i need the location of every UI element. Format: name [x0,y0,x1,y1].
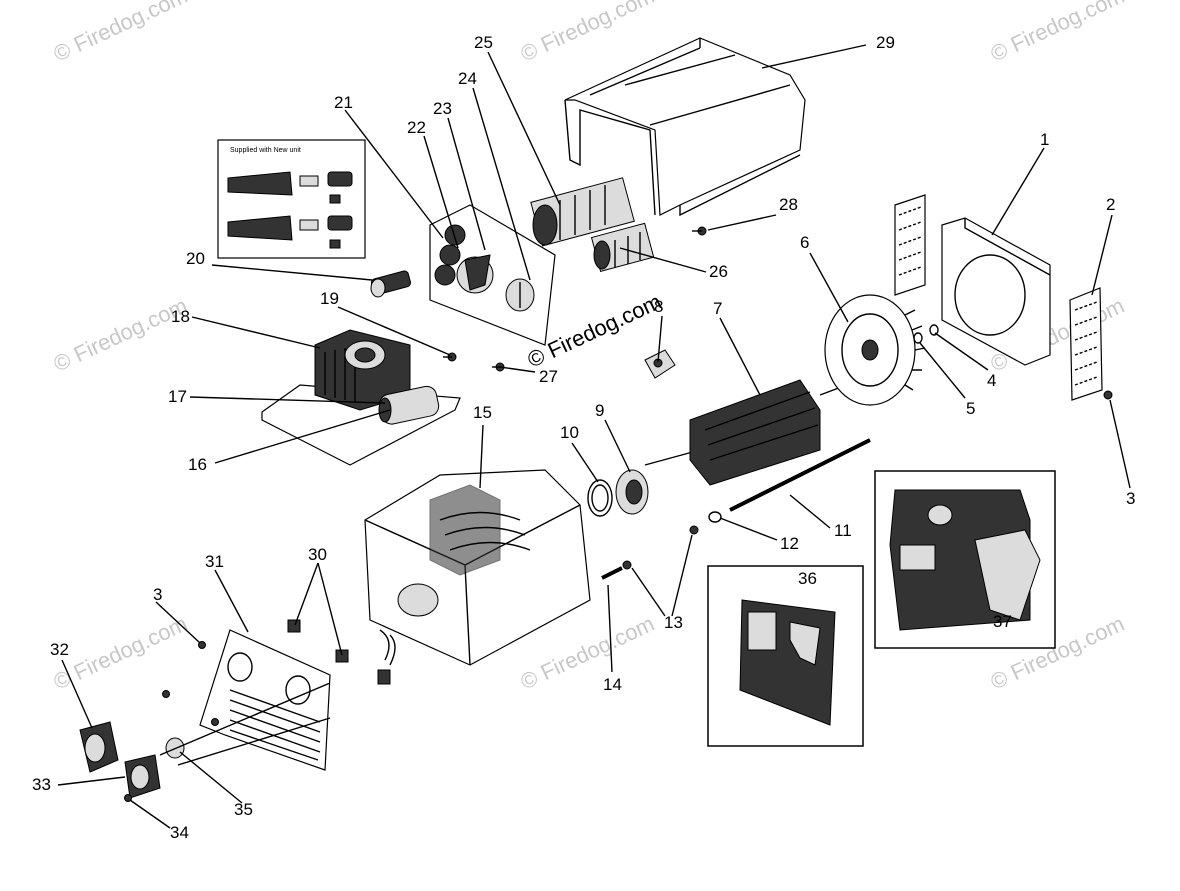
callout-25: 25 [474,33,493,52]
part-30-switches [287,619,349,663]
callout-22: 22 [407,118,426,137]
callout-9: 9 [595,401,604,420]
callout-33: 33 [32,775,51,794]
part-33-receptacle [124,754,161,799]
callout-21: 21 [334,93,353,112]
callout-13: 13 [664,613,683,632]
part-7-rotor [644,379,861,486]
part-13-nut [622,525,699,570]
inset-36-panel [707,565,864,747]
part-8-brush-holder [644,349,676,379]
callout-20: 20 [186,249,205,268]
callout-31: 31 [205,552,224,571]
callout-16: 16 [188,455,207,474]
part-31-end-panel [199,629,331,771]
part-2-vent-grill [1069,287,1103,401]
part-17-capacitor [378,385,440,425]
part-5-washer [913,332,923,344]
callout-1: 1 [1040,130,1049,149]
part-4-washer [929,324,939,336]
watermark: © Firedog.com [517,0,659,67]
callout-30: 30 [308,545,327,564]
part-11-through-bolt [729,438,871,512]
leader-lines [57,44,1131,829]
callout-14: 14 [603,675,622,694]
part-14-stud [601,566,623,580]
callout-32: 32 [50,640,69,659]
callout-36: 36 [798,569,817,588]
callout-6: 6 [800,233,809,252]
part-20-fuse-holder [370,270,411,298]
callout-12: 12 [780,534,799,553]
supplied-box-title: Supplied with New unit [230,147,301,154]
callout-17: 17 [168,387,187,406]
callout-34: 34 [170,823,189,842]
part-34-screw [124,794,132,802]
callout-26: 26 [709,262,728,281]
callout-29: 29 [876,33,895,52]
callout-24: 24 [458,69,477,88]
watermark: © Firedog.com [50,0,192,67]
callout-2: 2 [1106,195,1115,214]
callout-19: 19 [320,289,339,308]
callout-15: 15 [473,403,492,422]
callout-7: 7 [713,299,722,318]
upper-vent-grill [894,194,926,296]
callout-28: 28 [779,195,798,214]
part-21-control-panel [429,204,556,346]
callout-5: 5 [966,399,975,418]
part-28-screw [692,226,707,236]
watermark: © Firedog.com [987,0,1129,67]
callout-37: 37 [993,612,1012,631]
callout-10: 10 [560,423,579,442]
part-1-end-bracket [941,217,1051,366]
callout-11: 11 [834,521,852,540]
callout-labels: 1 2 3 3 4 5 6 7 8 9 10 11 12 13 14 15 16… [32,33,1135,842]
callout-23: 23 [433,99,452,118]
callout-27: 27 [539,367,558,386]
part-25-rotary-switch [530,177,635,247]
callout-4: 4 [987,371,996,390]
part-9-bearing [615,469,649,515]
watermark: © Firedog.com [50,293,192,377]
inset-37-assembly [874,470,1056,649]
callout-8: 8 [654,297,663,316]
callout-18: 18 [171,307,190,326]
part-32-receptacle [79,721,119,773]
part-3-screw-left [162,641,219,726]
callout-3: 3 [1126,489,1135,508]
part-6-fan [824,294,926,406]
part-29-top-cover [564,37,806,217]
part-3-screw [1103,390,1113,400]
supplied-box: Supplied with New unit [217,139,366,259]
callout-3: 3 [153,585,162,604]
part-12-washer [708,511,722,523]
part-15-stator-housing [364,469,591,685]
watermark: © Firedog.com [50,611,192,695]
part-10-retaining-ring [587,479,613,517]
callout-35: 35 [234,800,253,819]
